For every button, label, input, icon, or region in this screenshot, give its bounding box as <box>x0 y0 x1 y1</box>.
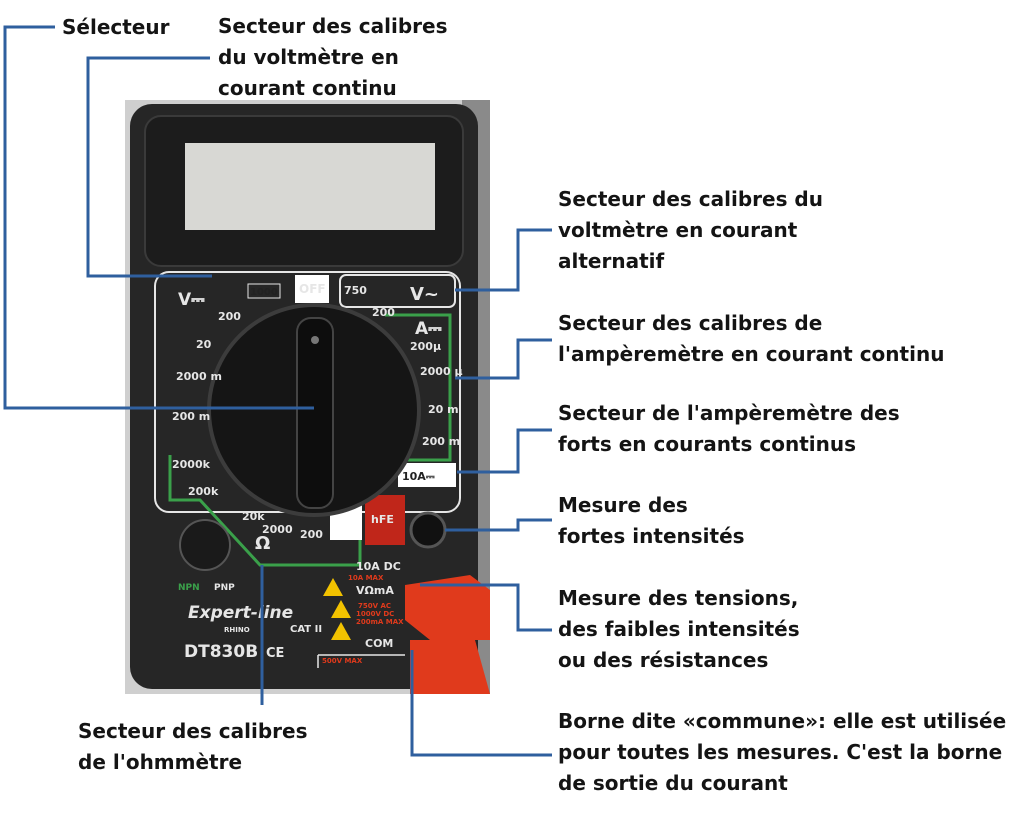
label-amp-strong: Secteur de l'ampèremètre des forts en co… <box>558 398 900 460</box>
probe-red-lower <box>410 640 490 694</box>
leader-volt-ac <box>455 228 552 292</box>
label-tensions-line-1: Mesure des tensions, <box>558 586 799 610</box>
vdc-range-200m: 200 m <box>172 410 210 423</box>
brand-logo: Expert-line <box>188 603 293 623</box>
label-volt-dc-line-3: courant continu <box>218 76 397 100</box>
label-ohm: Secteur des calibres de l'ohmmètre <box>78 716 307 778</box>
vdc-range-2000m: 2000 m <box>176 370 222 383</box>
adc-symbol: A⎓ <box>415 319 442 339</box>
ohm-range-200: 200 <box>300 528 323 541</box>
leader-amp-dc <box>455 338 552 380</box>
leader-tensions <box>420 583 552 632</box>
label-selecteur-line-1: Sélecteur <box>62 15 170 39</box>
label-tensions-line-2: des faibles intensités <box>558 617 800 641</box>
label-tensions-line-3: ou des résistances <box>558 648 769 672</box>
selector-knob[interactable] <box>296 317 334 509</box>
ohm-range-20k: 20k <box>242 510 265 523</box>
label-strong-current-line-1: Mesure des <box>558 493 688 517</box>
leader-amp-strong <box>457 428 552 474</box>
leader-strong-current <box>445 518 552 532</box>
label-volt-dc: Secteur des calibres du voltmètre en cou… <box>218 11 447 104</box>
brand-sub: RHINO <box>224 626 250 634</box>
ohm-sector-outline <box>168 455 362 567</box>
terminal-vohm-warn-3: 200mA MAX <box>356 618 404 626</box>
vdc-range-20: 20 <box>196 338 212 351</box>
label-volt-dc-line-1: Secteur des calibres <box>218 14 448 38</box>
terminal-10a-max: 10A MAX <box>348 574 384 582</box>
label-amp-dc: Secteur des calibres de l'ampèremètre en… <box>558 308 944 370</box>
label-tensions: Mesure des tensions, des faibles intensi… <box>558 583 800 676</box>
leader-common <box>410 650 552 757</box>
off-box <box>295 275 329 303</box>
label-strong-current-line-2: fortes intensités <box>558 524 745 548</box>
ohm-range-2000: 2000 <box>262 523 293 536</box>
vdc-range-1000-box <box>247 283 281 299</box>
terminal-vohm-warn-1: 750V AC <box>358 602 391 610</box>
ten-a-box <box>398 463 456 487</box>
probe-red-upper <box>405 575 490 640</box>
ce-mark: CE <box>266 646 284 661</box>
label-ohm-line-2: de l'ohmmètre <box>78 750 243 774</box>
vac-range-750: 750 <box>344 284 367 297</box>
ohm-range-2000k: 2000k <box>172 458 211 471</box>
label-volt-ac: Secteur des calibres du voltmètre en cou… <box>558 184 823 277</box>
pnp-label: PNP <box>214 583 235 593</box>
off-label: OFF <box>299 282 326 296</box>
ohm-symbol: Ω <box>255 533 270 554</box>
warning-icon <box>323 578 343 596</box>
terminal-vohm-warn-2: 1000V DC <box>356 610 394 618</box>
label-amp-strong-line-1: Secteur de l'ampèremètre des <box>558 401 900 425</box>
label-common-line-3: de sortie du courant <box>558 771 788 795</box>
vac-range-200: 200 <box>372 306 395 319</box>
vdc-symbol: V⎓ <box>178 290 205 310</box>
label-volt-ac-line-3: alternatif <box>558 249 665 273</box>
terminal-10a-label: 10A DC <box>356 560 401 573</box>
terminal-10a <box>409 511 447 549</box>
adc-range-200m: 200 m <box>422 435 460 448</box>
label-selecteur: Sélecteur <box>62 12 169 43</box>
adc-range-2000u: 2000 μ <box>420 365 463 378</box>
leader-volt-dc <box>86 56 212 278</box>
label-amp-dc-line-1: Secteur des calibres de <box>558 311 823 335</box>
leader-selecteur <box>3 25 314 410</box>
label-strong-current: Mesure des fortes intensités <box>558 490 745 552</box>
lcd-display <box>185 143 435 230</box>
vdc-range-1000: 1000 <box>250 287 278 298</box>
terminal-vohm-label: VΩmA <box>356 584 394 597</box>
vdc-range-200: 200 <box>218 310 241 323</box>
hfe-box <box>365 495 405 545</box>
label-amp-dc-line-2: l'ampèremètre en courant continu <box>558 342 945 366</box>
hfe-socket <box>179 519 231 571</box>
adc-range-20m: 20 m <box>428 403 459 416</box>
model-label: DT830B <box>184 642 258 662</box>
vac-symbol: V~ <box>410 284 439 305</box>
label-volt-ac-line-2: voltmètre en courant <box>558 218 798 242</box>
terminal-com-max: 500V MAX <box>322 657 363 665</box>
label-common-line-2: pour toutes les mesures. C'est la borne <box>558 740 1003 764</box>
selector-indicator <box>311 336 319 344</box>
ohm-range-200k: 200k <box>188 485 219 498</box>
hfe-label: hFE <box>371 513 394 526</box>
ten-a-range: 10A⎓ <box>402 470 435 483</box>
npn-label: NPN <box>178 583 200 593</box>
label-volt-ac-line-1: Secteur des calibres du <box>558 187 823 211</box>
label-amp-strong-line-2: forts en courants continus <box>558 432 856 456</box>
label-ohm-line-1: Secteur des calibres <box>78 719 308 743</box>
warning-icon <box>331 600 351 618</box>
adc-range-200u: 200μ <box>410 340 441 353</box>
leader-lines <box>3 25 552 757</box>
label-volt-dc-line-2: du voltmètre en <box>218 45 399 69</box>
warning-icon <box>331 622 351 640</box>
label-common: Borne dite «commune»: elle est utilisée … <box>558 706 1006 799</box>
cat-label: CAT II <box>290 624 322 635</box>
label-common-line-1: Borne dite «commune»: elle est utilisée <box>558 709 1007 733</box>
terminal-com-label: COM <box>365 637 393 650</box>
